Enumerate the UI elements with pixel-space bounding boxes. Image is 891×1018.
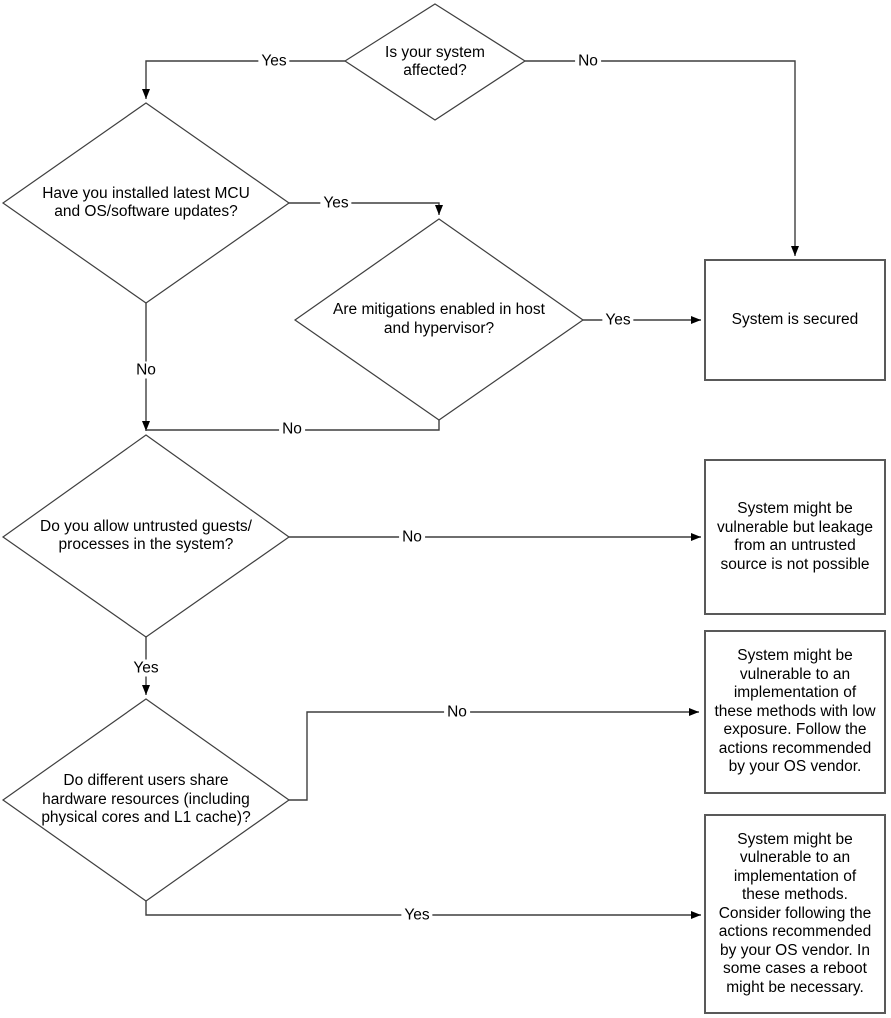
edge-label-untrusted-no: No [399,528,425,546]
edge-label-mitigations-no: No [279,420,305,438]
edge-label-shared-no: No [444,703,470,721]
connector-mitigations-no [146,420,440,431]
edge-label-mitigations-yes: Yes [602,311,634,329]
edge-label-updates-yes: Yes [320,194,352,212]
box-follow-reboot-shape [704,814,886,1014]
diamond-mitigations-shape [293,218,585,421]
box-secured-shape [704,259,886,381]
diamond-updates-shape [1,102,291,304]
edge-label-affected-no: No [575,52,601,70]
connector-updates-yes [289,202,443,215]
edge-label-shared-yes: Yes [401,906,433,924]
edge-label-updates-no: No [133,361,159,379]
connector-shared-no [289,708,699,801]
connector-shared-yes [145,901,701,919]
connector-affected-yes [142,60,345,99]
box-low-exposure-shape [704,630,886,794]
box-no-leak-shape [704,459,886,615]
diamond-shared-shape [1,698,291,902]
diamond-untrusted-shape [1,434,291,638]
edge-label-affected-yes: Yes [258,52,290,70]
connector-affected-no [525,60,799,256]
edge-label-untrusted-yes: Yes [130,659,162,677]
diamond-affected-shape [343,3,527,121]
